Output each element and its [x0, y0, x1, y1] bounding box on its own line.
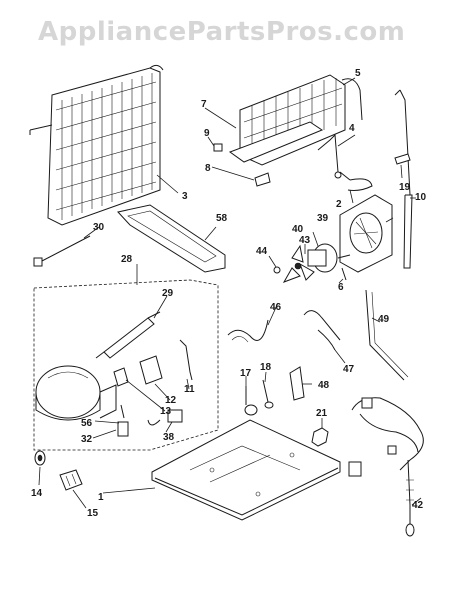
part-label-19: 19	[399, 182, 411, 193]
part-label-5: 5	[355, 68, 361, 79]
leader-lines	[38, 77, 422, 509]
part-label-10: 10	[415, 192, 427, 203]
terminal-cover-32[interactable]	[117, 421, 129, 437]
fan-blade-retainer[interactable]	[273, 266, 281, 274]
part-label-2: 2	[336, 199, 342, 210]
part-label-48: 48	[318, 380, 330, 391]
tube-46[interactable]	[227, 319, 269, 343]
part-label-12: 12	[165, 395, 177, 406]
drain-tube[interactable]	[394, 89, 413, 269]
part-label-42: 42	[412, 500, 424, 511]
capacitor-38[interactable]	[147, 409, 183, 426]
fan-blade[interactable]	[282, 244, 315, 283]
part-label-9: 9	[204, 128, 210, 139]
part-label-15: 15	[87, 508, 99, 519]
bracket-8[interactable]	[254, 172, 271, 187]
watermark-text: AppliancePartsPros.com	[38, 17, 405, 47]
part-label-39: 39	[317, 213, 329, 224]
part-label-47: 47	[343, 364, 355, 375]
drain-pan[interactable]	[117, 204, 226, 273]
part-label-1: 1	[98, 492, 104, 503]
compressor[interactable]	[35, 365, 117, 421]
part-label-44: 44	[256, 246, 268, 257]
defrost-thermostat[interactable]	[317, 133, 342, 179]
part-label-17: 17	[240, 368, 252, 379]
temperature-probe[interactable]	[33, 235, 91, 267]
part-label-56: 56	[81, 418, 93, 429]
part-label-30: 30	[93, 222, 105, 233]
screw-56[interactable]	[120, 404, 125, 419]
part-label-43: 43	[299, 235, 311, 246]
part-label-11: 11	[184, 384, 195, 395]
connector-15[interactable]	[59, 469, 83, 491]
fan-motor-harness[interactable]	[339, 171, 373, 191]
part-label-28: 28	[121, 254, 133, 265]
tube-47[interactable]	[303, 310, 341, 351]
overload-13[interactable]	[113, 367, 129, 387]
filter-drier[interactable]	[95, 311, 161, 359]
grommet-14[interactable]	[34, 450, 46, 466]
clip-19[interactable]	[394, 153, 411, 165]
defrost-heater-assembly[interactable]	[228, 74, 363, 166]
part-label-32: 32	[81, 434, 93, 445]
part-label-4: 4	[349, 123, 355, 134]
part-number-labels: 1 2 3 4 5 6 7 8 9 10 11 12 13 14 15 17 1…	[31, 68, 427, 519]
part-label-49: 49	[378, 314, 390, 325]
bracket-48[interactable]	[289, 366, 305, 401]
evaporator-coil[interactable]	[29, 64, 164, 226]
compressor-assembly-boundary	[33, 279, 219, 451]
part-label-40: 40	[292, 224, 304, 235]
part-label-38: 38	[163, 432, 175, 443]
tube-11[interactable]	[179, 339, 193, 381]
part-label-21: 21	[316, 408, 328, 419]
part-label-18: 18	[260, 362, 272, 373]
screw-18[interactable]	[262, 379, 274, 409]
part-label-14: 14	[31, 488, 43, 499]
part-label-29: 29	[162, 288, 174, 299]
part-label-3: 3	[182, 191, 188, 202]
tube-49[interactable]	[365, 289, 409, 381]
part-label-7: 7	[201, 99, 207, 110]
condenser-fan-motor[interactable]	[307, 243, 351, 273]
part-label-58: 58	[216, 213, 228, 224]
relay-12[interactable]	[139, 355, 163, 385]
nut-21[interactable]	[311, 427, 329, 447]
wire-harness[interactable]	[348, 397, 424, 537]
mounting-screw-6[interactable]	[341, 267, 347, 281]
roller-17[interactable]	[244, 386, 258, 416]
heater-clip[interactable]	[213, 143, 223, 152]
machine-compartment-base[interactable]	[151, 419, 341, 521]
fan-shroud[interactable]	[339, 194, 393, 273]
part-label-13: 13	[160, 406, 172, 417]
part-label-46: 46	[270, 302, 282, 313]
part-label-8: 8	[205, 163, 211, 174]
part-label-6: 6	[338, 282, 344, 293]
